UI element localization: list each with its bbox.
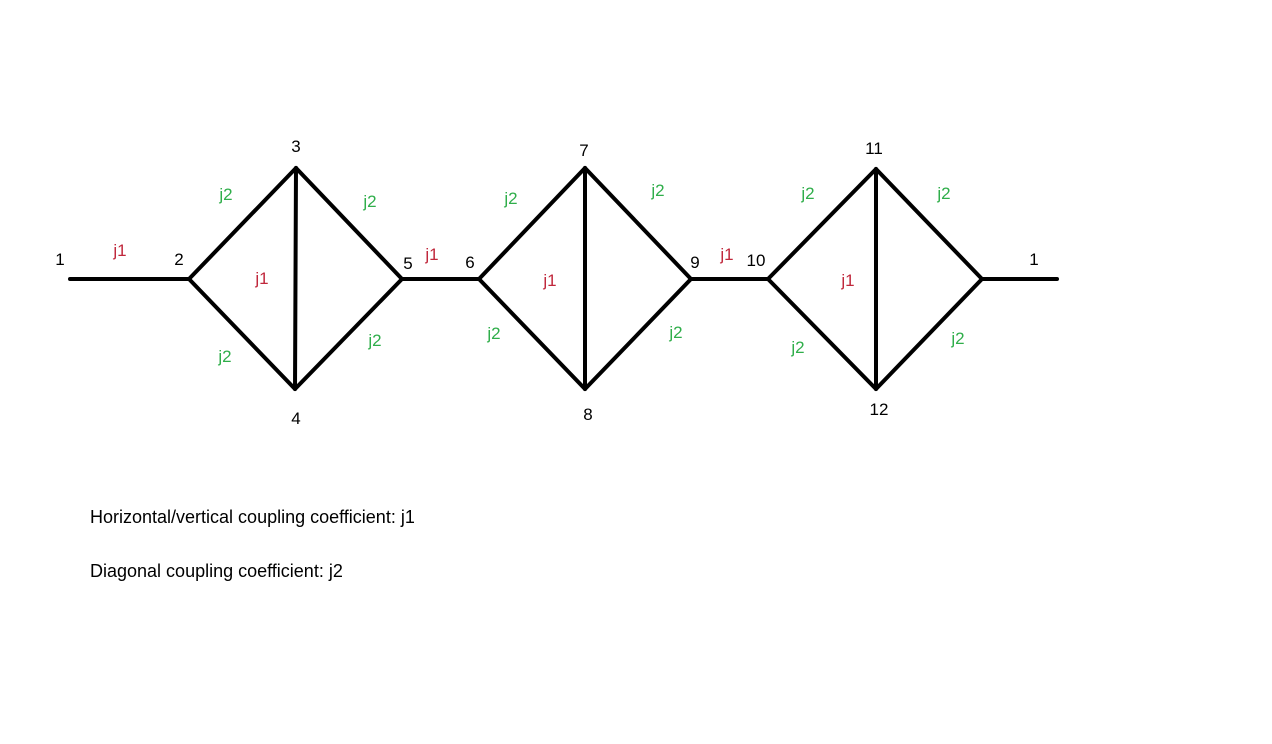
edge-4-5 <box>293 277 404 391</box>
coefficient-label-12-r: j2 <box>950 329 964 348</box>
coefficient-labels-layer: j1 j2 j2 j2 j2 j1 j1 j2 j2 j2 j2 j1 j1 j2 j2 j2 j2 j1 <box>112 181 964 366</box>
coefficient-label-9-10: j1 <box>719 245 733 264</box>
node-label-3: 3 <box>291 137 300 156</box>
edge-6-7 <box>477 166 587 281</box>
node-label-7: 7 <box>579 141 588 160</box>
coefficient-label-1-2: j1 <box>112 241 126 260</box>
edge-3-4 <box>293 166 298 391</box>
node-label-1-left: 1 <box>55 250 64 269</box>
node-label-6: 6 <box>465 253 474 272</box>
horizontal-vertical-coefficient-note: Horizontal/vertical coupling coefficient… <box>90 507 415 527</box>
edge-3-5 <box>294 166 404 281</box>
node-label-11: 11 <box>865 139 883 158</box>
edge-7-9 <box>583 166 693 281</box>
coefficient-label-4-5: j2 <box>367 331 381 350</box>
node-label-5: 5 <box>403 254 412 273</box>
coefficient-label-2-4: j2 <box>217 347 231 366</box>
edge-2-4 <box>187 277 297 391</box>
coefficient-label-2-3: j2 <box>218 185 232 204</box>
edge-2-3 <box>187 166 298 281</box>
coefficient-label-10-12: j2 <box>790 338 804 357</box>
coefficient-label-3-5: j2 <box>362 192 376 211</box>
coefficient-label-11-12: j1 <box>840 271 854 290</box>
node-label-12: 12 <box>870 400 889 419</box>
node-label-2: 2 <box>174 250 183 269</box>
edge-12-r <box>874 277 984 391</box>
coefficient-label-8-9: j2 <box>668 323 682 342</box>
coefficient-label-10-11: j2 <box>800 184 814 203</box>
diagonal-coefficient-note: Diagonal coupling coefficient: j2 <box>90 561 343 581</box>
node-label-8: 8 <box>583 405 592 424</box>
coefficient-label-7-8: j1 <box>542 271 556 290</box>
node-label-1-right: 1 <box>1029 250 1038 269</box>
edge-10-11 <box>766 167 878 281</box>
coefficient-label-6-8: j2 <box>486 324 500 343</box>
node-label-9: 9 <box>690 253 699 272</box>
edges-layer <box>68 166 1059 391</box>
edge-6-8 <box>477 277 587 391</box>
node-label-10: 10 <box>747 251 766 270</box>
edge-11-r <box>874 167 984 281</box>
node-label-4: 4 <box>291 409 300 428</box>
coefficient-label-11-r: j2 <box>936 184 950 203</box>
edge-10-12 <box>766 277 878 391</box>
coefficient-label-6-7: j2 <box>503 189 517 208</box>
coefficient-label-5-6: j1 <box>424 245 438 264</box>
coefficient-label-7-9: j2 <box>650 181 664 200</box>
coefficient-label-3-4: j1 <box>254 269 268 288</box>
edge-8-9 <box>583 277 693 391</box>
